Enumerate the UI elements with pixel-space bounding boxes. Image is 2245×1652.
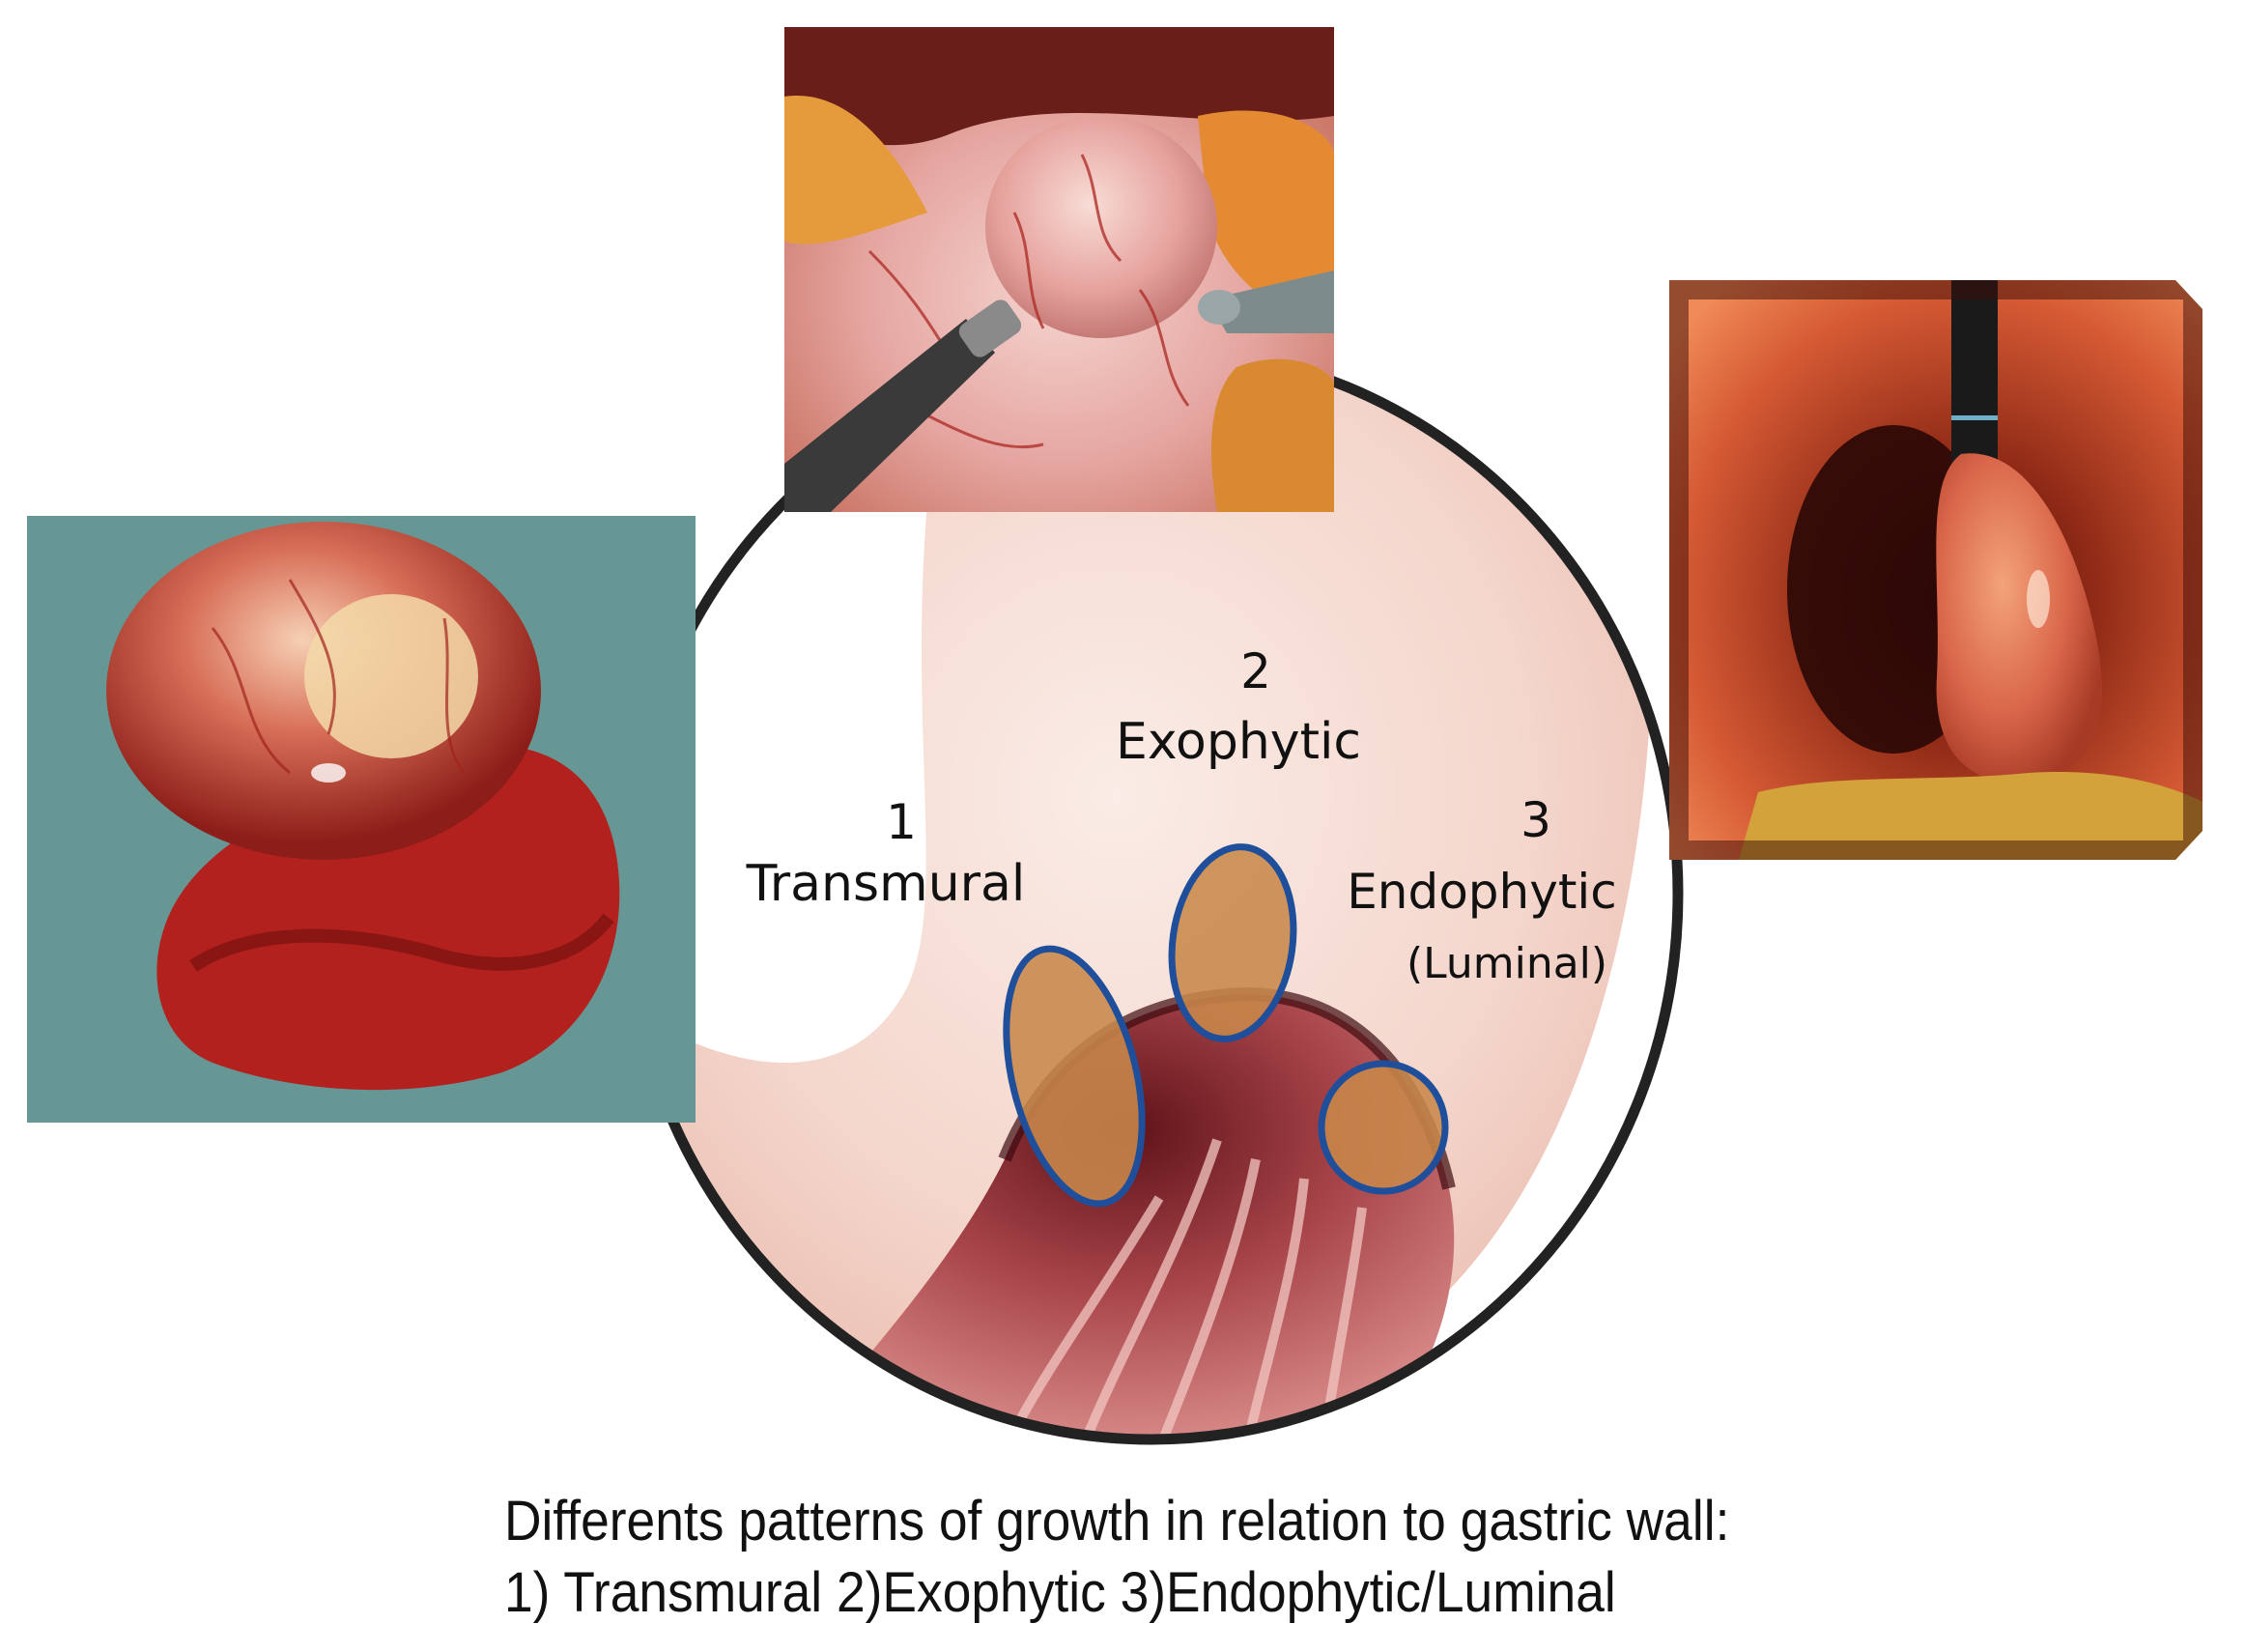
caption-line-2: 1) Transmural 2)Exophytic 3)Endophytic/L…	[504, 1561, 1616, 1624]
photo-resected-specimen	[27, 516, 696, 1123]
tumor-markers	[1003, 843, 1449, 1208]
photo-endoscopic-view	[1669, 280, 2202, 860]
label-exophytic-name: Exophytic	[1116, 713, 1361, 771]
label-transmural-number: 1	[886, 794, 917, 850]
gastric-mucosa	[792, 994, 1455, 1439]
label-endophytic-name: Endophytic	[1347, 864, 1617, 920]
figure-caption: Differents patterns of growth in relatio…	[504, 1486, 2068, 1629]
label-endophytic-sub: (Luminal)	[1407, 939, 1607, 988]
tumor-endophytic	[1318, 1060, 1449, 1195]
pattern-labels: 1 Transmural 2 Exophytic 3 Endophytic (L…	[746, 643, 1617, 988]
label-endophytic-number: 3	[1520, 792, 1551, 848]
tumor-exophytic	[1168, 843, 1297, 1042]
tumor-transmural	[1003, 945, 1146, 1208]
label-exophytic-number: 2	[1240, 643, 1271, 699]
label-transmural-name: Transmural	[746, 855, 1026, 913]
photo-laparoscopic-view	[784, 27, 1334, 512]
caption-line-1: Differents patterns of growth in relatio…	[504, 1490, 1730, 1552]
